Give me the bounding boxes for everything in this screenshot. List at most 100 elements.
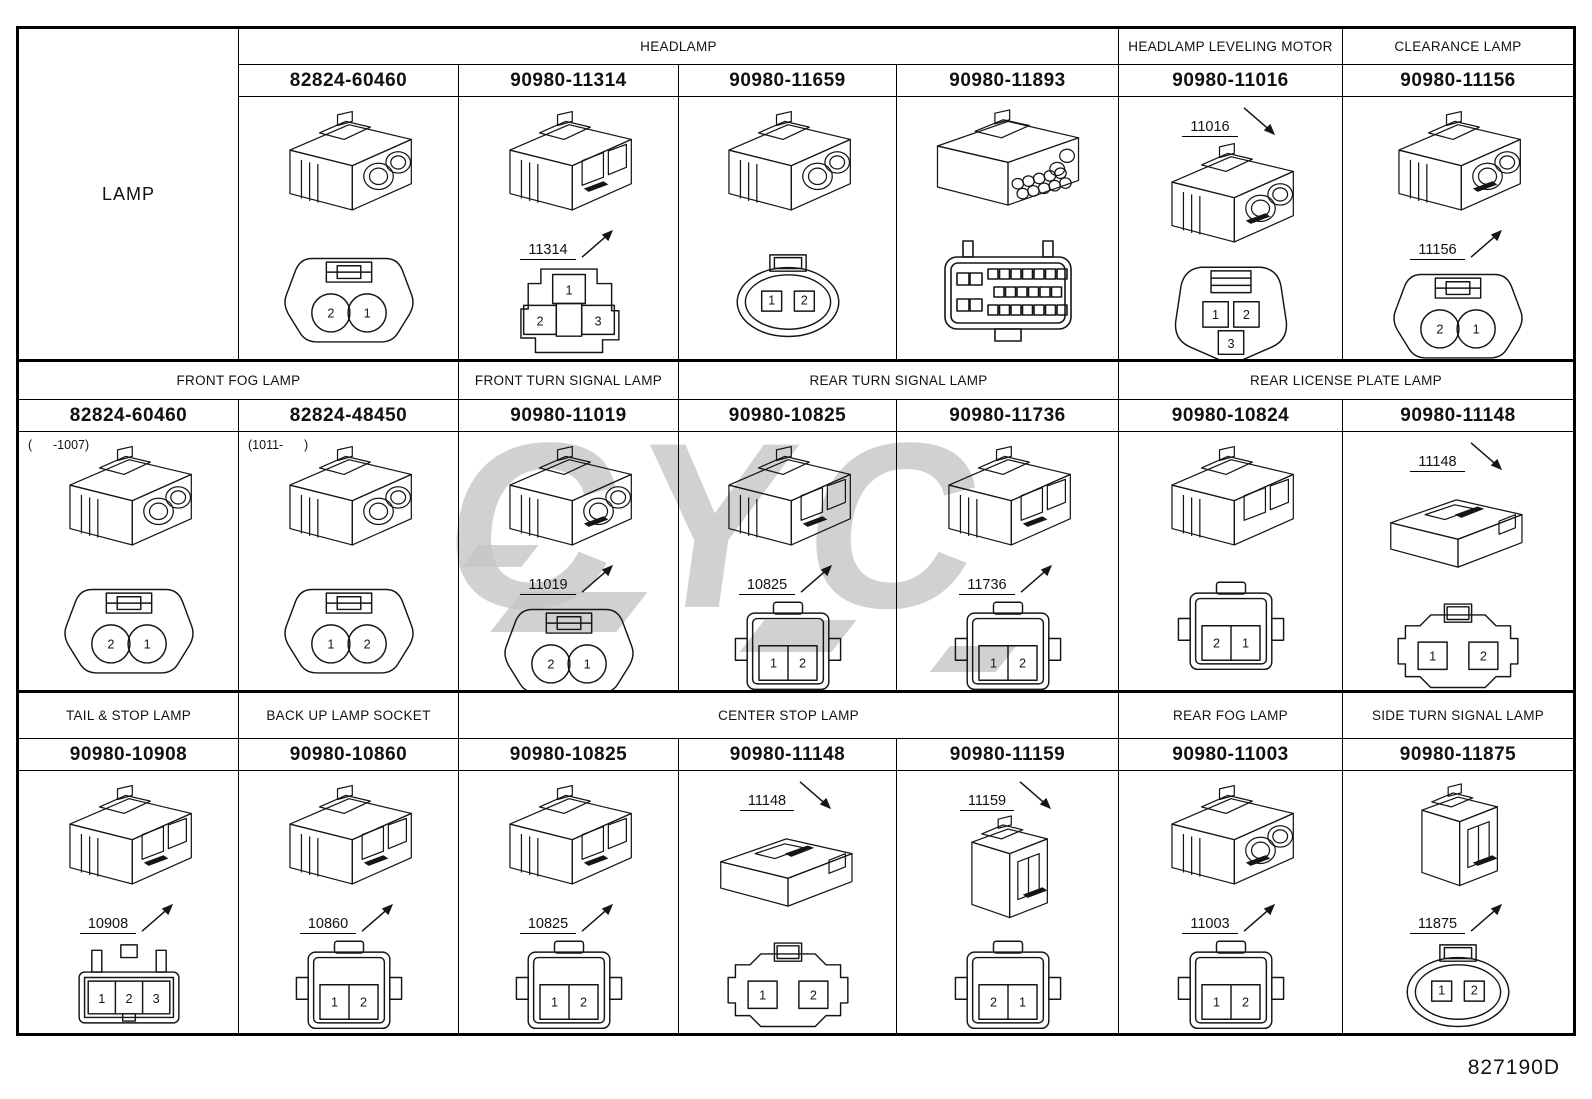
svg-text:2: 2 xyxy=(1471,984,1478,998)
callout-arrow-icon xyxy=(581,564,613,593)
callout-arrow-icon xyxy=(1243,107,1275,136)
doc-number: 827190D xyxy=(1467,1056,1560,1079)
iso-view-svg xyxy=(1398,110,1521,211)
callout: 11736 xyxy=(959,563,1055,595)
callout-label: 11875 xyxy=(1409,916,1466,934)
callout: 11148 xyxy=(739,779,835,811)
group-header: REAR FOG LAMP xyxy=(1118,693,1342,739)
callout-label: 11736 xyxy=(959,577,1015,595)
iso-view-svg xyxy=(1170,784,1294,885)
part-number: 90980-10825 xyxy=(458,739,678,771)
part-number: 90980-11736 xyxy=(896,400,1118,432)
iso-view-svg xyxy=(288,445,412,546)
iso-view-svg xyxy=(1421,783,1498,887)
svg-text:2: 2 xyxy=(1436,322,1443,336)
callout-label: 11156 xyxy=(1410,242,1465,260)
iso-view-svg xyxy=(727,110,851,211)
callout: 11875 xyxy=(1409,902,1506,934)
connector-iso-drawing xyxy=(1376,472,1540,595)
connector-iso-drawing xyxy=(1376,105,1540,228)
group-header: REAR LICENSE PLATE LAMP xyxy=(1118,362,1573,400)
group-header: FRONT TURN SIGNAL LAMP xyxy=(458,362,678,400)
part-number: 90980-11016 xyxy=(1118,65,1342,97)
callout-label: 10825 xyxy=(519,916,577,934)
connector-iso-drawing xyxy=(1149,440,1313,563)
connector-iso-drawing xyxy=(926,811,1090,934)
svg-text:1: 1 xyxy=(143,637,150,651)
callout-arrow-icon xyxy=(1243,903,1275,932)
group-header: HEADLAMP LEVELING MOTOR xyxy=(1118,29,1342,65)
connector-iso-drawing xyxy=(1149,137,1313,260)
svg-text:2: 2 xyxy=(363,637,370,651)
part-number: 90980-10908 xyxy=(19,739,238,771)
part-number: 90980-11019 xyxy=(458,400,678,432)
callout-label: 10825 xyxy=(738,577,796,595)
callout: 11156 xyxy=(1410,228,1505,260)
connector-iso-drawing xyxy=(267,779,431,902)
callout: 11314 xyxy=(520,228,616,260)
callout-label: 11148 xyxy=(1410,454,1465,472)
group-header: BACK UP LAMP SOCKET xyxy=(238,693,458,739)
group-header: FRONT FOG LAMP xyxy=(19,362,458,400)
callout-arrow-icon xyxy=(361,903,394,932)
group-header: CENTER STOP LAMP xyxy=(458,693,1118,739)
connector-iso-drawing xyxy=(267,105,431,228)
callout-arrow-icon xyxy=(581,229,613,258)
iso-view-svg xyxy=(947,445,1071,546)
group-header: CLEARANCE LAMP xyxy=(1342,29,1573,65)
part-number: 82824-60460 xyxy=(19,400,238,432)
connector-cell xyxy=(896,97,1118,359)
callout-arrow-icon xyxy=(581,903,614,932)
svg-text:1: 1 xyxy=(583,657,590,671)
callout-arrow-icon xyxy=(1470,442,1502,471)
svg-text:2: 2 xyxy=(359,996,366,1010)
connector-iso-drawing xyxy=(706,440,870,563)
part-number: 90980-11003 xyxy=(1118,739,1342,771)
callout-arrow-icon xyxy=(1470,229,1502,258)
part-number: 90980-11875 xyxy=(1342,739,1573,771)
iso-view-svg xyxy=(508,784,632,885)
svg-text:2: 2 xyxy=(536,314,543,328)
svg-text:1: 1 xyxy=(768,294,775,308)
iso-view-svg xyxy=(288,110,412,211)
svg-text:1: 1 xyxy=(550,996,557,1010)
part-number: 90980-10860 xyxy=(238,739,458,771)
part-number: 82824-60460 xyxy=(238,65,458,97)
connector-iso-drawing xyxy=(267,440,431,563)
svg-text:2: 2 xyxy=(1480,649,1487,663)
connector-iso-drawing xyxy=(926,440,1090,563)
callout-label: 11016 xyxy=(1182,119,1238,137)
svg-text:1: 1 xyxy=(989,657,996,671)
callout: 11159 xyxy=(959,779,1055,811)
